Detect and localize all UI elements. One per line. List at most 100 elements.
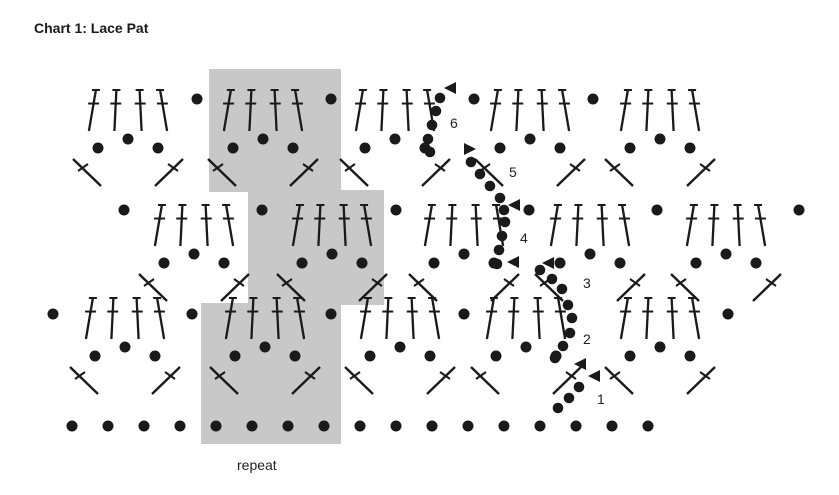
- dc-stitch: [423, 204, 434, 247]
- dc-stitch: [449, 204, 454, 247]
- treble-stitch: [534, 273, 564, 302]
- row-number-6: 6: [450, 115, 458, 131]
- dc-stitch: [600, 204, 605, 247]
- row-number-1: 1: [597, 391, 605, 407]
- chain-dot: [684, 350, 696, 362]
- chain-dot: [552, 402, 564, 414]
- treble-crossbar: [475, 371, 487, 380]
- dc-stitch: [619, 89, 630, 132]
- treble-crossbar: [349, 371, 361, 380]
- treble-crossbar: [212, 163, 224, 172]
- chain-dot: [325, 93, 337, 105]
- chain-dot: [152, 142, 164, 154]
- chain-dot: [494, 192, 506, 204]
- treble-crossbar: [164, 371, 176, 380]
- dc-stitch: [179, 204, 184, 247]
- chain-dot: [102, 420, 114, 432]
- chain-dot: [47, 308, 59, 320]
- treble-stitch: [344, 366, 374, 395]
- treble-crossbar: [281, 278, 293, 287]
- row-direction-arrow: [508, 199, 520, 211]
- dc-stitch: [515, 89, 520, 132]
- dc-stitch: [690, 297, 701, 340]
- dc-stitch: [685, 204, 696, 247]
- chain-dot: [491, 258, 503, 270]
- treble-stitch: [291, 366, 321, 395]
- chain-dot: [554, 257, 566, 269]
- chain-dot: [557, 340, 569, 352]
- dc-stitch: [536, 297, 541, 340]
- treble-stitch: [752, 273, 782, 302]
- chain-dot: [570, 420, 582, 432]
- treble-crossbar: [167, 163, 179, 172]
- dc-stitch: [620, 204, 631, 247]
- chain-dot: [424, 146, 436, 158]
- repeat-shading: [201, 69, 384, 444]
- chain-dot: [354, 420, 366, 432]
- row-number-4: 4: [520, 230, 528, 246]
- chain-dot: [434, 92, 446, 104]
- chain-dot: [624, 350, 636, 362]
- dc-stitch: [113, 89, 118, 132]
- treble-stitch: [339, 158, 369, 187]
- treble-crossbar: [214, 371, 226, 380]
- dc-stitch: [158, 89, 169, 132]
- chain-dot: [584, 248, 596, 260]
- dc-stitch: [575, 204, 580, 247]
- treble-stitch: [358, 273, 388, 302]
- chain-dot: [793, 204, 805, 216]
- chain-dot: [246, 420, 258, 432]
- treble-crossbar: [344, 163, 356, 172]
- chain-dot: [394, 341, 406, 353]
- treble-stitch: [276, 273, 306, 302]
- chain-dot: [428, 257, 440, 269]
- dc-stitch: [645, 89, 650, 132]
- row-direction-arrow: [588, 370, 600, 382]
- dc-stitch: [485, 297, 496, 340]
- row-direction-arrow: [574, 358, 586, 370]
- chain-dot: [690, 257, 702, 269]
- row-numbers: 1 2 3 4 5 6: [450, 115, 605, 407]
- row-number-2: 2: [583, 331, 591, 347]
- chain-dot: [498, 420, 510, 432]
- dc-stitch: [385, 297, 390, 340]
- chain-dot: [227, 142, 239, 154]
- chain-dot: [523, 204, 535, 216]
- dc-stitch: [560, 89, 571, 132]
- dc-stitch: [359, 297, 370, 340]
- dc-stitch: [645, 297, 650, 340]
- chain-dot: [356, 257, 368, 269]
- dc-stitch: [222, 89, 233, 132]
- chain-dot: [562, 299, 574, 311]
- chain-dot: [359, 142, 371, 154]
- chain-dot: [587, 93, 599, 105]
- dc-stitch: [410, 297, 415, 340]
- dc-stitch: [293, 89, 304, 132]
- dc-stitch: [690, 89, 701, 132]
- chain-dot: [119, 341, 131, 353]
- row-number-3: 3: [583, 275, 591, 291]
- chain-dot: [430, 105, 442, 117]
- chain-dot: [186, 308, 198, 320]
- chain-dot: [118, 204, 130, 216]
- dc-stitch: [362, 204, 373, 247]
- chain-dot: [92, 142, 104, 154]
- treble-stitch: [138, 273, 168, 302]
- chain-dot: [468, 93, 480, 105]
- chain-dot: [534, 420, 546, 432]
- treble-stitch: [151, 366, 181, 395]
- treble-crossbar: [699, 371, 711, 380]
- treble-stitch: [470, 366, 500, 395]
- chain-dot: [684, 142, 696, 154]
- chain-dot: [229, 350, 241, 362]
- dc-stitch: [275, 297, 280, 340]
- dc-stitch: [736, 204, 741, 247]
- treble-crossbar: [434, 163, 446, 172]
- row-direction-arrow: [507, 256, 519, 268]
- chain-dot: [573, 381, 585, 393]
- row-path: [422, 82, 600, 414]
- row-number-5: 5: [509, 164, 517, 180]
- chain-dot: [624, 142, 636, 154]
- dc-stitch: [204, 204, 209, 247]
